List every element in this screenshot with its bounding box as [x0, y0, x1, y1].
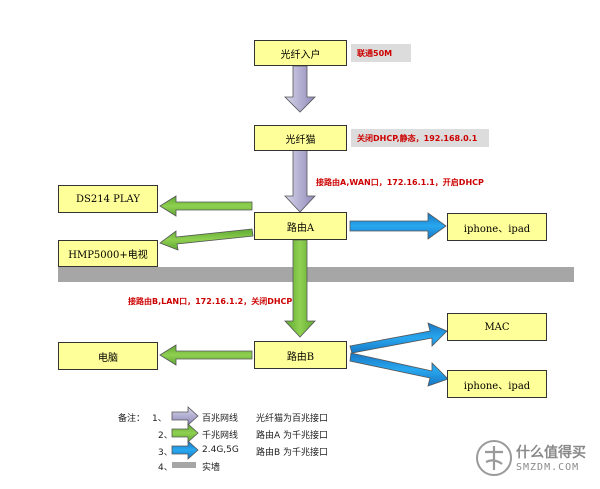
watermark-line1: 什么值得买	[516, 445, 586, 461]
watermark-line2: SMZDM.COM	[516, 462, 580, 473]
legend-arrow-1000m	[171, 423, 199, 443]
arrow-100m-entry-to-modem	[284, 65, 316, 113]
legend-item-1-note: 光纤猫为百兆接口	[256, 414, 329, 424]
legend-item-1-num: 1、	[152, 414, 167, 424]
arrow-1000m-a-to-hmp5000	[159, 228, 254, 251]
node-router-b: 路由B	[254, 341, 347, 369]
arrow-wireless-b-to-iphone	[349, 352, 449, 387]
legend-item-3-note: 路由B 为千兆接口	[256, 448, 329, 458]
arrow-100m-modem-to-router-a	[284, 147, 316, 213]
legend-arrow-100m	[171, 406, 199, 426]
note-fiber-entry: 联通50M	[351, 44, 411, 62]
legend-title: 备注：	[118, 414, 146, 424]
node-hmp5000: HMP5000+电视	[58, 240, 158, 267]
node-mac: MAC	[447, 313, 547, 341]
legend-arrow-wireless	[171, 440, 199, 460]
node-fiber-entry: 光纤入户	[254, 40, 347, 66]
node-pc: 电脑	[58, 342, 158, 370]
arrow-1000m-a-to-ds214	[159, 195, 253, 217]
node-router-a: 路由A	[254, 212, 347, 240]
label-modem-to-router-a: 接路由A,WAN口，172.16.1.1，开启DHCP	[316, 178, 484, 187]
arrow-wireless-b-to-mac	[349, 322, 448, 354]
zhi-logo-icon	[476, 440, 512, 476]
node-iphone-ipad-a: iphone、ipad	[447, 213, 547, 241]
node-fiber-modem: 光纤猫	[254, 125, 347, 151]
solid-wall	[58, 267, 574, 282]
legend-item-2-num: 2、	[158, 431, 173, 441]
legend-wall-swatch	[172, 462, 196, 468]
legend-item-4-desc: 实墙	[202, 463, 221, 473]
arrow-1000m-b-to-pc	[159, 344, 253, 366]
legend-item-1-desc: 百兆网线	[202, 414, 239, 424]
arrow-1000m-a-to-b	[284, 239, 316, 338]
legend-item-2-desc: 千兆网线	[202, 431, 239, 441]
node-iphone-ipad-b: iphone、ipad	[447, 370, 547, 398]
legend-item-4-num: 4、	[158, 463, 173, 473]
node-ds214: DS214 PLAY	[58, 185, 158, 213]
label-router-a-to-b: 接路由B,LAN口，172.16.1.2，关闭DHCP	[128, 297, 293, 306]
legend-item-3-desc: 2.4G,5G	[202, 445, 239, 455]
legend-item-2-note: 路由A 为千兆接口	[256, 431, 329, 441]
legend-item-3-num: 3、	[158, 448, 173, 458]
arrow-wireless-a-to-iphone	[349, 212, 447, 240]
note-fiber-modem: 关闭DHCP,静态，192.168.0.1	[351, 129, 489, 147]
